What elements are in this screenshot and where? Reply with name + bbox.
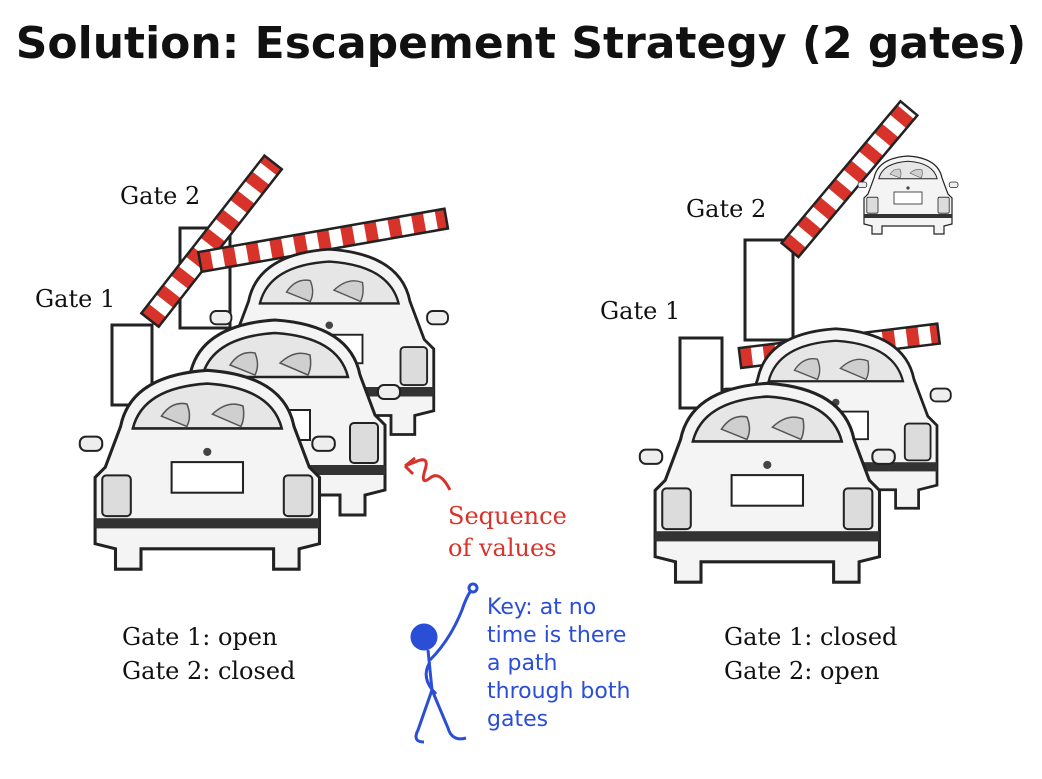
key-line: time is there — [487, 623, 627, 648]
left-gate1-label: Gate 1 — [35, 285, 116, 313]
sequence-annotation: Sequence of values — [448, 500, 567, 564]
left-scene — [78, 153, 450, 571]
key-line: Key: at no — [487, 595, 597, 620]
key-line: through both — [487, 679, 631, 704]
stick-figure-icon — [410, 582, 479, 744]
left-state-line1: Gate 1: open — [122, 623, 278, 651]
right-state: Gate 1: closed Gate 2: open — [724, 620, 897, 688]
key-line: a path — [487, 651, 558, 676]
squiggle-arrow-icon — [404, 458, 452, 491]
left-state: Gate 1: open Gate 2: closed — [122, 620, 295, 688]
right-state-line1: Gate 1: closed — [724, 623, 898, 651]
left-gate2-label: Gate 2 — [120, 182, 201, 210]
sequence-line2: of values — [448, 534, 557, 562]
gate2-post — [743, 238, 795, 342]
right-gate2-label: Gate 2 — [686, 195, 767, 223]
right-state-line2: Gate 2: open — [724, 657, 880, 685]
right-scene — [638, 99, 959, 584]
sequence-line1: Sequence — [448, 502, 567, 530]
left-state-line2: Gate 2: closed — [122, 657, 296, 685]
key-note: Key: at no time is there a path through … — [487, 594, 630, 734]
page-title: Solution: Escapement Strategy (2 gates) — [15, 18, 1027, 69]
key-line: gates — [487, 707, 549, 732]
right-gate1-label: Gate 1 — [600, 297, 681, 325]
